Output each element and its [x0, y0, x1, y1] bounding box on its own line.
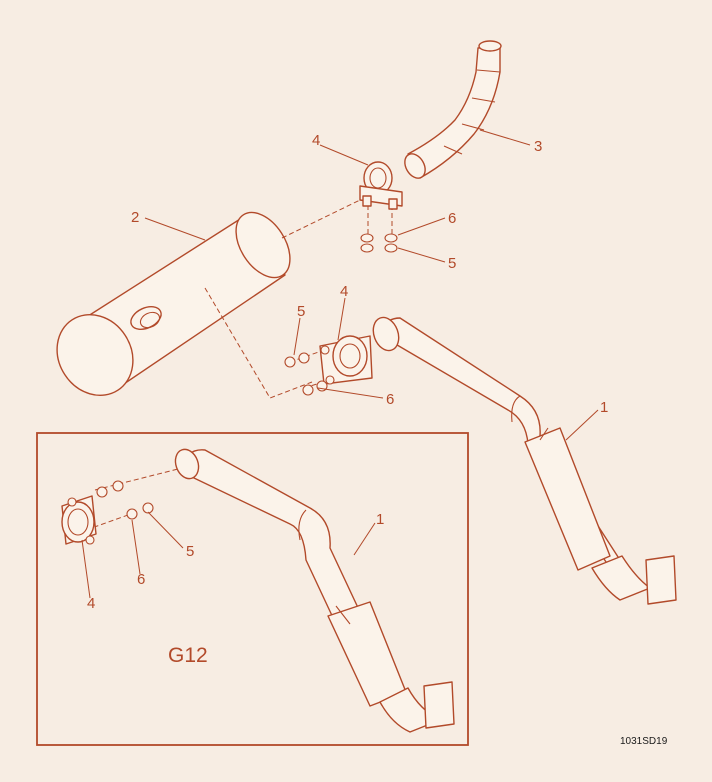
callout-inset-exhaust-pipe: 1 — [376, 511, 384, 528]
callout-tailpipe: 3 — [534, 138, 542, 155]
callout-clamp-middle: 4 — [340, 283, 348, 300]
clamp-upper — [359, 161, 403, 210]
callout-exhaust-pipe: 1 — [600, 399, 608, 416]
inset-exhaust-pipe — [174, 448, 455, 733]
exhaust-pipe — [372, 316, 677, 605]
callout-muffler: 2 — [131, 209, 139, 226]
inset-clamp — [61, 495, 97, 545]
muffler — [56, 211, 291, 397]
clamp-middle — [319, 335, 373, 385]
callout-inset-clamp: 4 — [87, 595, 95, 612]
figure-reference: 1031SD19 — [620, 736, 668, 747]
callout-inset-washer: 6 — [137, 571, 145, 588]
fasteners-upper — [360, 233, 398, 253]
tailpipe — [404, 40, 502, 179]
callout-washer-upper: 6 — [448, 210, 456, 227]
callout-nut-middle: 5 — [297, 303, 305, 320]
callout-clamp-upper: 4 — [312, 132, 320, 149]
callout-inset-nut: 5 — [186, 543, 194, 560]
inset-model-label: G12 — [168, 644, 208, 667]
leader-lines — [81, 129, 599, 599]
inset-fasteners — [96, 480, 154, 520]
inset-g12 — [36, 432, 469, 746]
callout-washer-middle: 6 — [386, 391, 394, 408]
callouts: 4 2 3 6 5 5 4 6 1 1 5 6 4 — [87, 132, 608, 612]
callout-nut-upper: 5 — [448, 255, 456, 272]
